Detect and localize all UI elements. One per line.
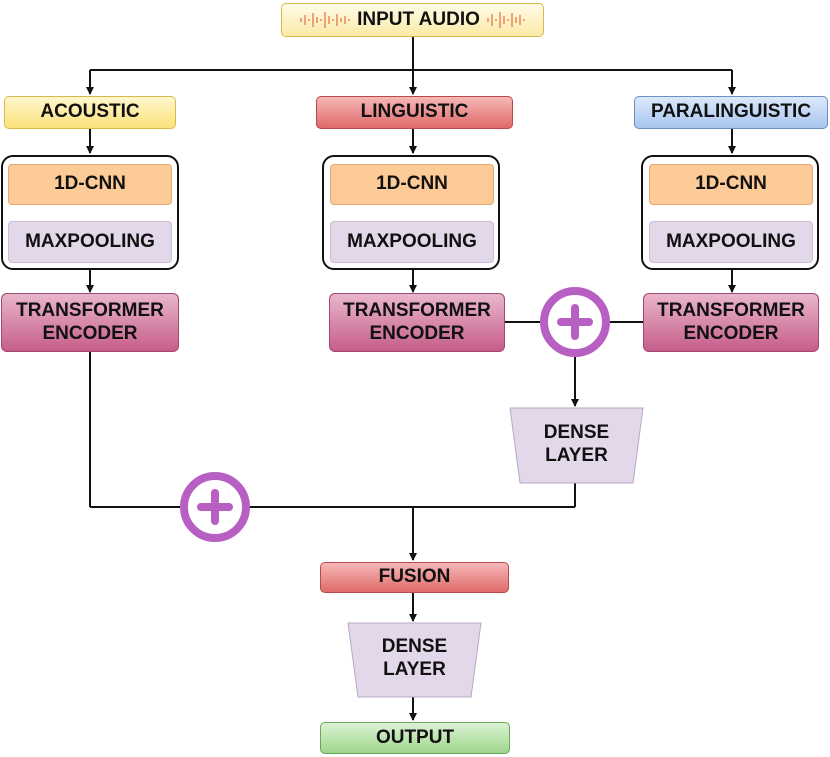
acoustic-maxpooling-label: MAXPOOLING: [25, 230, 155, 252]
dense-final-line2: LAYER: [383, 659, 446, 680]
linguistic-encoder-line2: ENCODER: [369, 322, 465, 344]
output-box: OUTPUT: [320, 722, 510, 754]
output-label: OUTPUT: [375, 726, 455, 748]
adder-bottom-icon: [180, 472, 250, 542]
paralinguistic-encoder-line1: TRANSFORMER: [657, 299, 805, 321]
acoustic-label: ACOUSTIC: [40, 101, 140, 123]
dense-layer-mid-shape: [509, 407, 644, 484]
acoustic-encoder-line1: TRANSFORMER: [16, 299, 164, 321]
paralinguistic-box: PARALINGUISTIC: [634, 96, 828, 129]
paralinguistic-transformer-encoder-box: TRANSFORMER ENCODER: [643, 293, 819, 352]
paralinguistic-maxpooling-box: MAXPOOLING: [649, 221, 813, 263]
paralinguistic-cnn-label: 1D-CNN: [695, 173, 767, 195]
acoustic-maxpooling-box: MAXPOOLING: [8, 221, 172, 263]
linguistic-box: LINGUISTIC: [316, 96, 513, 129]
linguistic-cnn-box: 1D-CNN: [330, 164, 494, 205]
input-audio-box: INPUT AUDIO: [281, 3, 544, 37]
acoustic-encoder-line2: ENCODER: [42, 322, 138, 344]
audio-waveform-icon: [487, 12, 525, 28]
paralinguistic-maxpooling-label: MAXPOOLING: [666, 230, 796, 252]
dense-layer-final-shape: [347, 622, 482, 698]
fusion-label: FUSION: [378, 566, 451, 588]
dense-final-line1: DENSE: [381, 636, 448, 658]
dense-mid-line1: DENSE: [543, 422, 610, 444]
linguistic-maxpooling-box: MAXPOOLING: [330, 221, 494, 263]
acoustic-cnn-box: 1D-CNN: [8, 164, 172, 205]
linguistic-label: LINGUISTIC: [360, 101, 469, 123]
acoustic-box: ACOUSTIC: [4, 96, 176, 129]
input-audio-label: INPUT AUDIO: [357, 8, 480, 30]
acoustic-cnn-label: 1D-CNN: [54, 173, 126, 195]
dense-layer-final: DENSE LAYER: [358, 628, 471, 690]
linguistic-maxpooling-label: MAXPOOLING: [347, 230, 477, 252]
audio-waveform-icon: [300, 12, 350, 28]
linguistic-transformer-encoder-box: TRANSFORMER ENCODER: [329, 293, 505, 352]
adder-mid-icon: [540, 287, 610, 357]
acoustic-transformer-encoder-box: TRANSFORMER ENCODER: [1, 293, 179, 352]
linguistic-encoder-line1: TRANSFORMER: [343, 299, 491, 321]
linguistic-cnn-label: 1D-CNN: [376, 173, 448, 195]
paralinguistic-encoder-line2: ENCODER: [683, 322, 779, 344]
fusion-box: FUSION: [320, 562, 509, 593]
dense-layer-mid: DENSE LAYER: [520, 414, 633, 476]
paralinguistic-label: PARALINGUISTIC: [650, 101, 812, 123]
dense-mid-line2: LAYER: [545, 445, 608, 466]
paralinguistic-cnn-box: 1D-CNN: [649, 164, 813, 205]
